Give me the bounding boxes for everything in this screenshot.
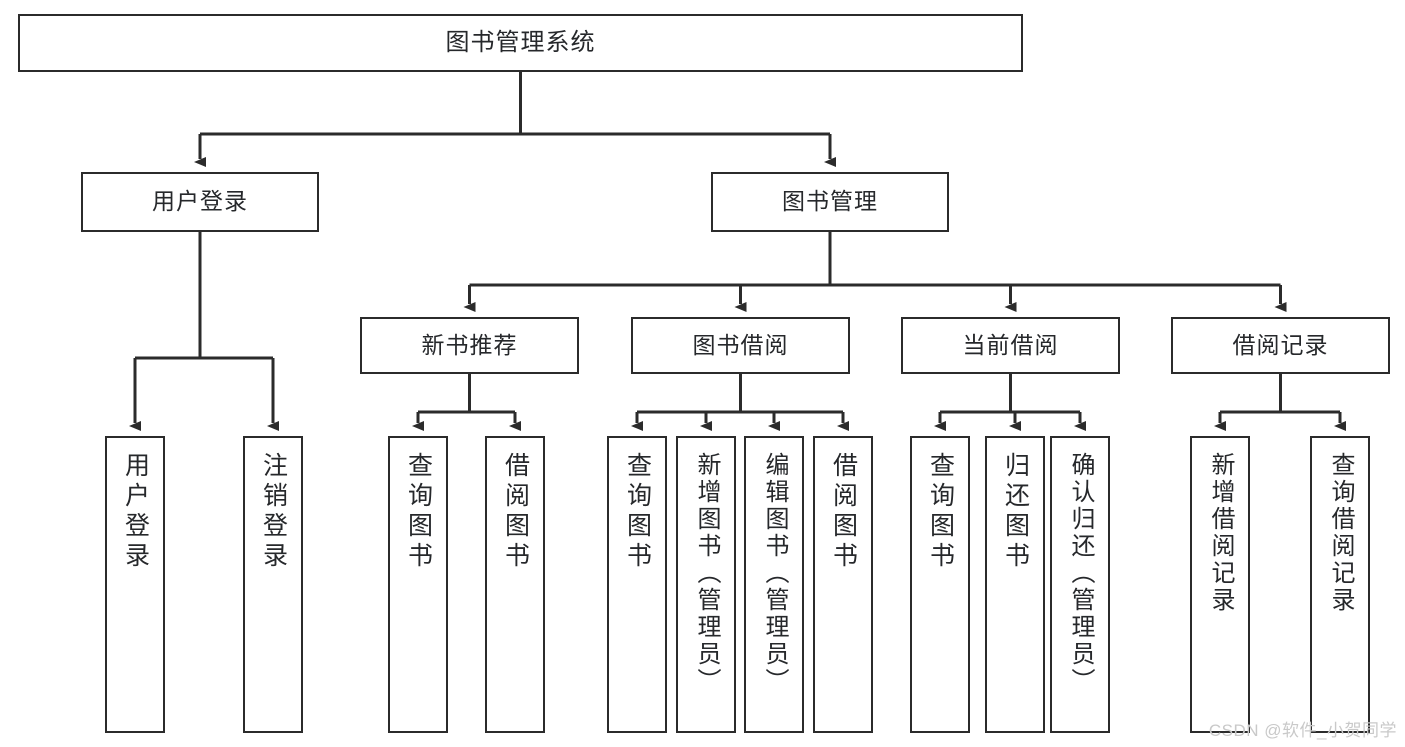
node-borrow[interactable]: 图书借阅 [631,317,850,374]
node-leaf13[interactable]: 查询借阅记录 [1310,436,1370,733]
node-leaf3[interactable]: 查询图书 [388,436,448,733]
node-label: 注销登录 [259,452,288,572]
node-login[interactable]: 用户登录 [81,172,319,232]
node-label: 当前借阅 [962,331,1059,358]
node-label: 借阅记录 [1232,331,1329,358]
node-label: 借阅图书 [501,452,530,572]
node-label: 查询借阅记录 [1327,452,1354,614]
node-bookmgmt[interactable]: 图书管理 [711,172,949,232]
node-label: 新书推荐 [421,331,518,358]
node-records[interactable]: 借阅记录 [1171,317,1390,374]
node-leaf6[interactable]: 新增图书（管理员） [676,436,736,733]
node-leaf4[interactable]: 借阅图书 [485,436,545,733]
node-label: 借阅图书 [829,452,858,572]
node-label: 编辑图书（管理员） [761,452,788,695]
node-leaf11[interactable]: 确认归还（管理员） [1050,436,1110,733]
node-label: 图书管理系统 [445,28,596,56]
node-label: 确认归还（管理员） [1067,452,1094,695]
node-leaf5[interactable]: 查询图书 [607,436,667,733]
node-leaf9[interactable]: 查询图书 [910,436,970,733]
node-label: 图书管理 [782,188,878,215]
node-leaf12[interactable]: 新增借阅记录 [1190,436,1250,733]
watermark: CSDN @软件_小贺同学 [1208,721,1397,740]
node-leaf10[interactable]: 归还图书 [985,436,1045,733]
node-leaf8[interactable]: 借阅图书 [813,436,873,733]
node-label: 查询图书 [404,452,433,572]
node-label: 查询图书 [623,452,652,572]
node-leaf1[interactable]: 用户登录 [105,436,165,733]
node-label: 归还图书 [1001,452,1030,572]
node-label: 用户登录 [121,452,150,572]
node-label: 新增借阅记录 [1207,452,1234,614]
node-newbook[interactable]: 新书推荐 [360,317,579,374]
node-label: 查询图书 [926,452,955,572]
node-root[interactable]: 图书管理系统 [18,14,1023,72]
node-leaf2[interactable]: 注销登录 [243,436,303,733]
node-label: 图书借阅 [692,331,789,358]
node-label: 新增图书（管理员） [693,452,720,695]
node-current[interactable]: 当前借阅 [901,317,1120,374]
node-leaf7[interactable]: 编辑图书（管理员） [744,436,804,733]
node-label: 用户登录 [152,188,248,215]
